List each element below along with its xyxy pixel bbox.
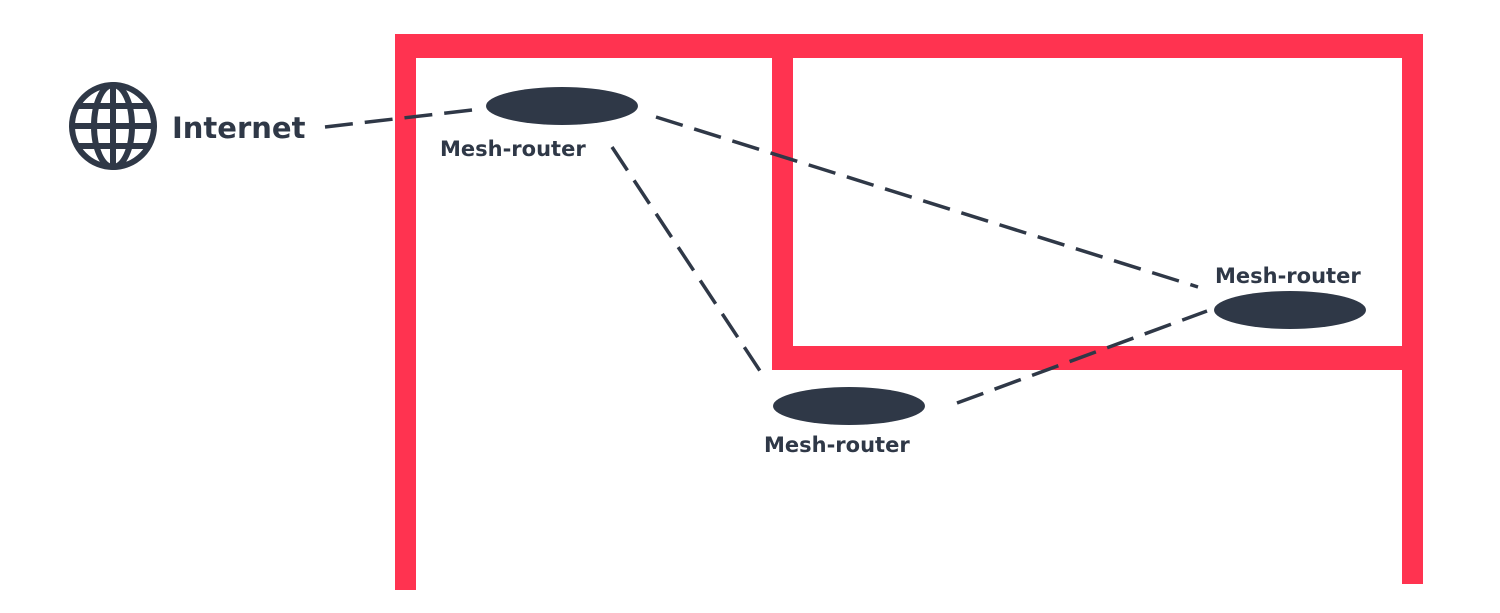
link-router-2-router-3 [956, 309, 1208, 405]
router-icon [486, 87, 638, 125]
router-1: Mesh-router [440, 87, 638, 161]
link-router-1-router-2 [610, 146, 768, 381]
wall-outer-top [395, 34, 1423, 58]
router-label: Mesh-router [440, 137, 586, 161]
internet-node: Internet [69, 82, 306, 170]
router-icon [1214, 291, 1366, 329]
link-router-1-router-3 [655, 115, 1199, 289]
internet-label: Internet [172, 111, 306, 145]
router-3: Mesh-router [1214, 264, 1366, 329]
wall-outer-right [1402, 34, 1423, 584]
connections [324, 108, 1208, 405]
wall-inner-bottom [772, 346, 1423, 370]
router-icon [773, 387, 925, 425]
floor-plan [395, 34, 1423, 590]
wall-outer-left [395, 34, 416, 590]
router-2: Mesh-router [764, 387, 925, 457]
wall-inner-left [772, 58, 793, 370]
link-internet-router-1 [324, 108, 473, 129]
router-label: Mesh-router [764, 433, 910, 457]
globe-icon [69, 82, 157, 170]
router-label: Mesh-router [1215, 264, 1361, 288]
